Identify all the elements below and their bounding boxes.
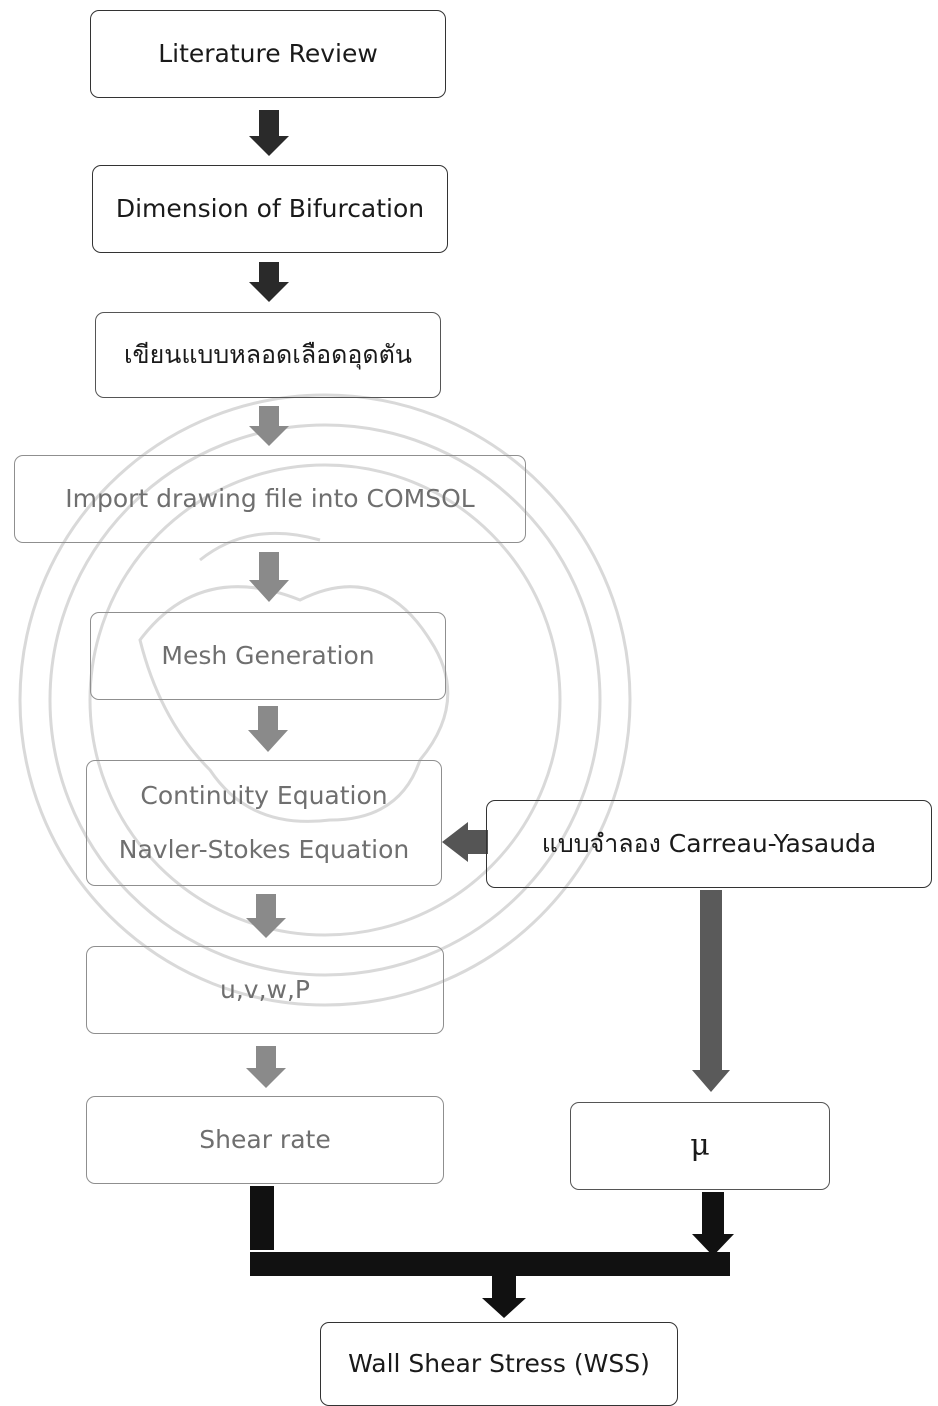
arrow-7: [246, 1046, 286, 1088]
arrow-mu-down: [692, 1192, 734, 1256]
merge-bar: [250, 1252, 730, 1276]
viscosity-box: μ: [570, 1102, 830, 1190]
model-label: แบบจำลอง Carreau-Yasauda: [541, 829, 877, 858]
viscosity-label: μ: [690, 1128, 710, 1163]
arrow-2: [249, 262, 289, 302]
arrow-model-to-mu: [692, 890, 730, 1092]
wss-box: Wall Shear Stress (WSS): [320, 1322, 678, 1406]
continuity-equation-label: Continuity Equation: [140, 781, 388, 810]
shear-rate-box: Shear rate: [86, 1096, 444, 1184]
arrow-to-wss: [482, 1276, 526, 1318]
arrow-3: [249, 406, 289, 446]
drawing-box: เขียนแบบหลอดเลือดอุดตัน: [95, 312, 441, 398]
wss-label: Wall Shear Stress (WSS): [348, 1349, 650, 1378]
model-connector: [442, 822, 488, 862]
arrow-1: [249, 110, 289, 156]
literature-review-label: Literature Review: [158, 39, 378, 68]
shear-rate-label: Shear rate: [199, 1125, 331, 1154]
variables-label: u,v,w,P: [219, 975, 310, 1004]
literature-review-box: Literature Review: [90, 10, 446, 98]
equations-box: Continuity Equation Navler-Stokes Equati…: [86, 760, 442, 886]
import-label: Import drawing file into COMSOL: [65, 484, 475, 513]
arrow-4: [249, 552, 289, 602]
variables-box: u,v,w,P: [86, 946, 444, 1034]
navier-stokes-label: Navler-Stokes Equation: [118, 835, 410, 864]
drawing-label: เขียนแบบหลอดเลือดอุดตัน: [124, 340, 412, 369]
arrow-6: [246, 894, 286, 938]
mesh-box: Mesh Generation: [90, 612, 446, 700]
dimension-box: Dimension of Bifurcation: [92, 165, 448, 253]
arrow-5: [248, 706, 288, 752]
import-box: Import drawing file into COMSOL: [14, 455, 526, 543]
mesh-label: Mesh Generation: [161, 641, 375, 670]
model-box: แบบจำลอง Carreau-Yasauda: [486, 800, 932, 888]
arrow-shear-down: [250, 1186, 274, 1250]
dimension-label: Dimension of Bifurcation: [115, 194, 425, 223]
